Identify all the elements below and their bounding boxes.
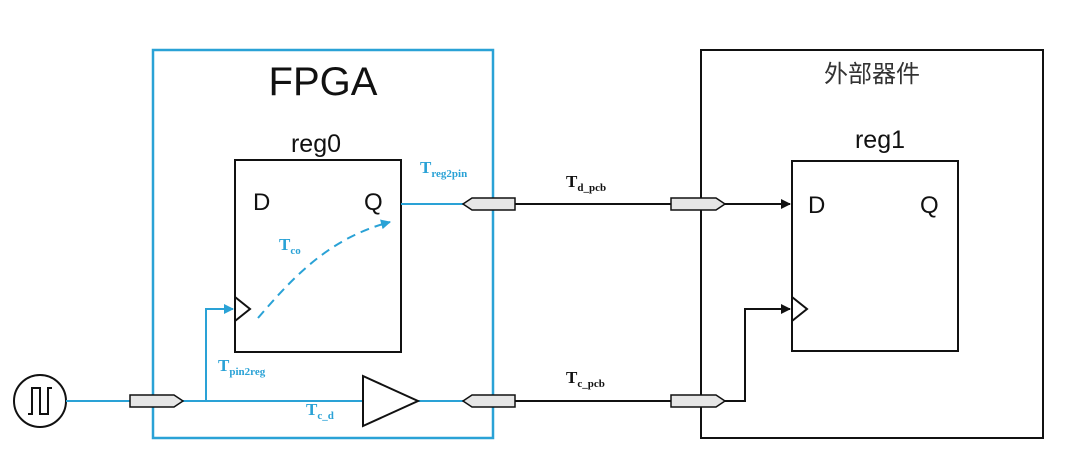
label-t-c-d: Tc_d (306, 400, 334, 422)
reg0-clock-notch (234, 296, 252, 322)
label-t-c-pcb: Tc_pcb (566, 368, 605, 390)
clock-input-pin-icon (129, 394, 185, 408)
reg0-box (234, 159, 402, 353)
clock-to-reg0-wire (205, 304, 234, 401)
reg0-d-port: D (253, 189, 270, 216)
triangle-buffer-icon (362, 374, 421, 428)
reg1-d-port: D (808, 192, 825, 219)
reg1-q-port: Q (920, 192, 939, 219)
fpga-title: FPGA (269, 60, 378, 104)
external-device-title: 外部器件 (824, 60, 920, 88)
label-t-d-pcb: Td_pcb (566, 172, 606, 194)
fpga-boundary (151, 48, 495, 440)
square-wave-trace (28, 387, 52, 415)
tco-path-arrow (257, 219, 391, 319)
reg0-name: reg0 (291, 130, 341, 158)
label-t-pin2reg: Tpin2reg (218, 356, 266, 378)
external-data-pin-icon (670, 197, 727, 211)
clock-to-reg1-wire (725, 304, 791, 402)
reg1-box (791, 160, 959, 352)
reg0-q-port: Q (364, 189, 383, 216)
fpga-data-pin-icon (461, 197, 516, 211)
reg1-clock-notch (791, 296, 809, 322)
reg1-name: reg1 (855, 126, 905, 154)
external-device-boundary (700, 49, 1044, 439)
label-t-co: Tco (279, 235, 301, 257)
external-clock-pin-icon (670, 394, 727, 408)
label-t-reg2pin: Treg2pin (420, 158, 467, 180)
fpga-clock-pin-icon (461, 394, 516, 408)
